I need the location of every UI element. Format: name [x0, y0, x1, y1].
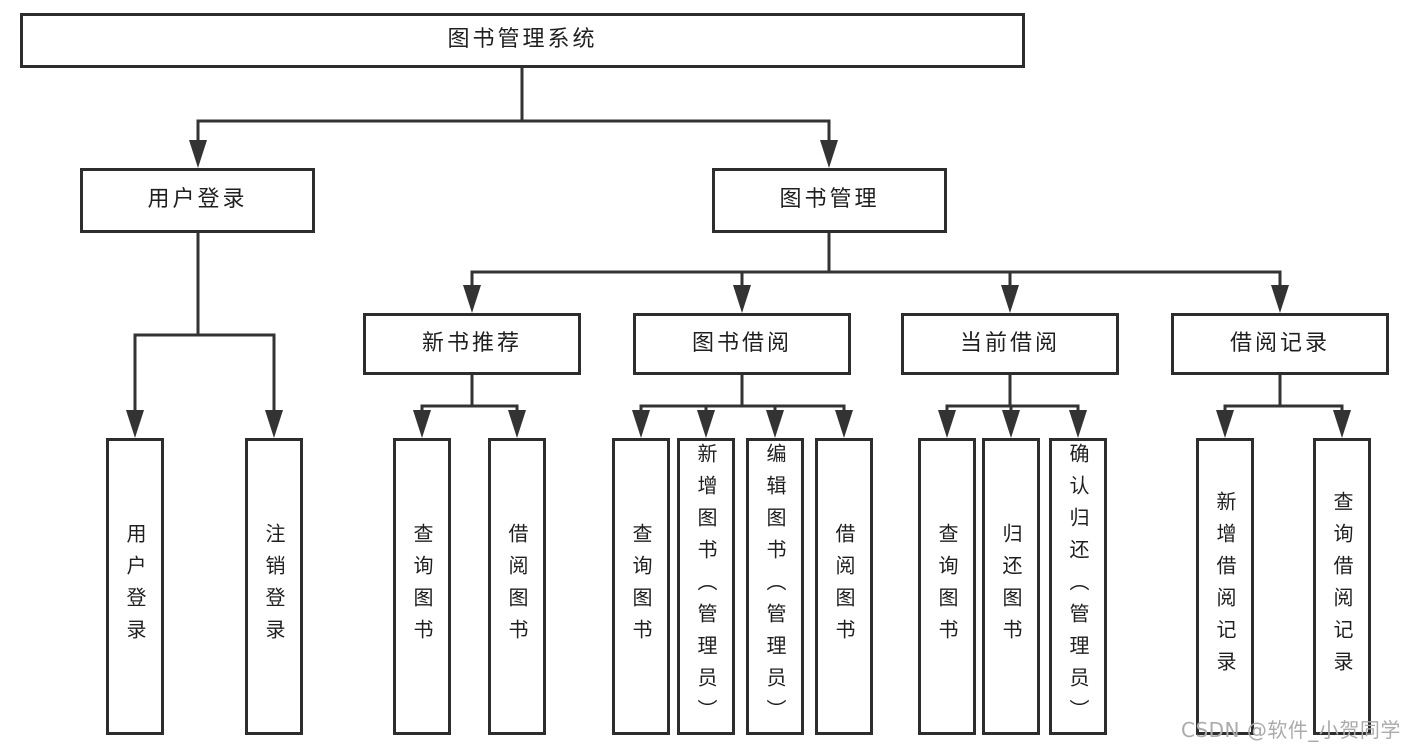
node-label-leaf-user-login: 用户登录 [123, 522, 147, 651]
node-new-book-recommend: 新书推荐 [363, 313, 581, 375]
node-leaf-borrow-books-2: 借阅图书 [815, 438, 873, 735]
node-leaf-borrow-books-1: 借阅图书 [488, 438, 546, 735]
node-label-new-book-recommend: 新书推荐 [421, 330, 522, 356]
node-borrowing-records: 借阅记录 [1171, 313, 1389, 375]
arrowhead-icon [697, 410, 715, 438]
node-label-user-login: 用户登录 [147, 187, 248, 213]
node-label-leaf-query-books-2: 查询图书 [629, 522, 653, 651]
arrowhead-icon [632, 410, 650, 438]
node-leaf-edit-books: 编辑图书（管理员） [746, 438, 804, 735]
node-leaf-query-books-1: 查询图书 [393, 438, 451, 735]
node-label-book-borrowing: 图书借阅 [691, 330, 792, 356]
watermark-text: CSDN @软件_小贺同学 [1181, 718, 1401, 742]
arrowhead-icon [1069, 410, 1087, 438]
node-leaf-confirm-return: 确认归还（管理员） [1049, 438, 1107, 735]
node-label-leaf-add-borrow-record: 新增借阅记录 [1213, 490, 1237, 683]
node-leaf-add-borrow-record: 新增借阅记录 [1196, 438, 1254, 735]
node-label-leaf-logout: 注销登录 [262, 522, 286, 651]
node-root: 图书管理系统 [20, 13, 1025, 68]
node-label-leaf-edit-books: 编辑图书（管理员） [763, 442, 787, 731]
node-label-leaf-query-borrow-record: 查询借阅记录 [1330, 490, 1354, 683]
node-leaf-user-login: 用户登录 [106, 438, 164, 735]
node-label-current-borrowing: 当前借阅 [959, 330, 1060, 356]
arrowhead-icon [413, 410, 431, 438]
arrowhead-icon [189, 140, 207, 168]
node-label-leaf-query-books-3: 查询图书 [935, 522, 959, 651]
arrowhead-icon [265, 410, 283, 438]
arrowhead-icon [733, 285, 751, 313]
node-label-leaf-return-books: 归还图书 [999, 522, 1023, 651]
node-label-root: 图书管理系统 [447, 27, 598, 53]
arrowhead-icon [508, 410, 526, 438]
arrowhead-icon [1333, 410, 1351, 438]
node-leaf-logout: 注销登录 [245, 438, 303, 735]
arrowhead-icon [820, 140, 838, 168]
node-leaf-query-borrow-record: 查询借阅记录 [1313, 438, 1371, 735]
node-leaf-query-books-3: 查询图书 [918, 438, 976, 735]
arrowhead-icon [463, 285, 481, 313]
arrowhead-icon [1271, 285, 1289, 313]
node-label-leaf-borrow-books-1: 借阅图书 [505, 522, 529, 651]
arrowhead-icon [1216, 410, 1234, 438]
arrowhead-icon [126, 410, 144, 438]
node-leaf-add-books: 新增图书（管理员） [677, 438, 735, 735]
node-book-borrowing: 图书借阅 [633, 313, 851, 375]
node-label-leaf-query-books-1: 查询图书 [410, 522, 434, 651]
arrowhead-icon [1002, 410, 1020, 438]
arrowhead-icon [938, 410, 956, 438]
arrowhead-icon [1001, 285, 1019, 313]
node-label-leaf-borrow-books-2: 借阅图书 [832, 522, 856, 651]
node-label-leaf-confirm-return: 确认归还（管理员） [1066, 442, 1090, 731]
node-current-borrowing: 当前借阅 [901, 313, 1119, 375]
arrowhead-icon [835, 410, 853, 438]
arrowhead-icon [766, 410, 784, 438]
node-leaf-query-books-2: 查询图书 [612, 438, 670, 735]
node-user-login: 用户登录 [80, 168, 315, 233]
node-label-leaf-add-books: 新增图书（管理员） [694, 442, 718, 731]
node-book-management: 图书管理 [712, 168, 947, 233]
node-label-borrowing-records: 借阅记录 [1229, 330, 1330, 356]
node-leaf-return-books: 归还图书 [982, 438, 1040, 735]
node-label-book-management: 图书管理 [779, 187, 880, 213]
